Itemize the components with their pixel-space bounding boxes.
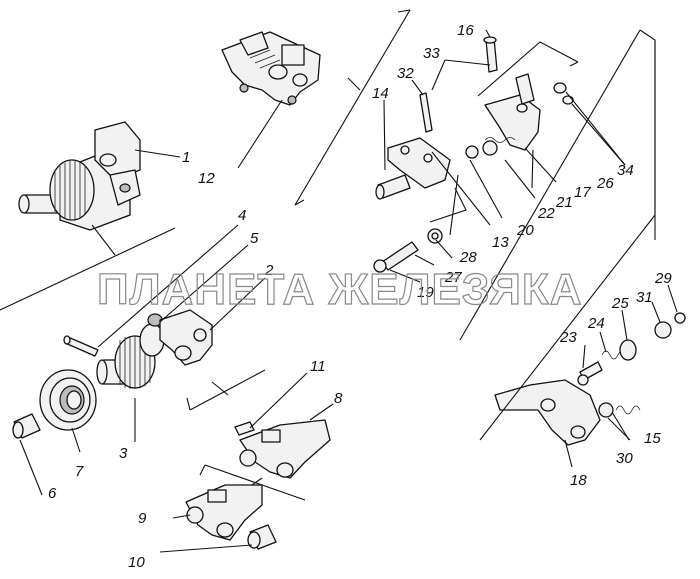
housing-assembly xyxy=(18,121,141,231)
callout-26: 26 xyxy=(596,175,614,192)
callout-32: 32 xyxy=(397,65,414,82)
spring xyxy=(465,137,516,159)
bushing xyxy=(247,524,277,550)
gear-shaft xyxy=(96,313,165,389)
pin xyxy=(375,174,411,200)
callout-14: 14 xyxy=(372,85,389,102)
callout-10: 10 xyxy=(128,554,145,571)
nut xyxy=(553,82,686,339)
callout-30: 30 xyxy=(616,450,633,467)
lever-lower xyxy=(185,484,263,541)
bolt xyxy=(373,228,603,386)
callout-20: 20 xyxy=(516,222,534,239)
gear xyxy=(159,309,213,366)
callout-3: 3 xyxy=(119,445,128,462)
callout-16: 16 xyxy=(457,22,474,39)
pump-housing xyxy=(221,31,321,106)
callout-8: 8 xyxy=(334,390,343,407)
callout-11: 11 xyxy=(310,358,326,375)
callout-15: 15 xyxy=(644,430,661,447)
callout-28: 28 xyxy=(459,249,477,266)
callout-12: 12 xyxy=(198,170,215,187)
needle-pin xyxy=(63,335,99,357)
long-lever xyxy=(494,379,601,446)
callout-23: 23 xyxy=(559,329,577,346)
callout-17: 17 xyxy=(574,184,591,201)
long-pin xyxy=(419,36,498,133)
grouping-lines xyxy=(0,9,656,501)
callout-29: 29 xyxy=(654,270,672,287)
callout-19: 19 xyxy=(417,284,434,301)
callout-33: 33 xyxy=(423,45,440,62)
callout-21: 21 xyxy=(555,194,573,211)
callout-27: 27 xyxy=(444,269,462,286)
callout-13: 13 xyxy=(492,234,509,251)
callout-22: 22 xyxy=(537,205,555,222)
small-pin xyxy=(234,421,255,436)
control-lever xyxy=(598,339,641,418)
bearing-ring xyxy=(39,369,97,431)
callout-9: 9 xyxy=(138,510,147,527)
callout-5: 5 xyxy=(250,230,259,247)
callout-18: 18 xyxy=(570,472,587,489)
callout-2: 2 xyxy=(264,262,274,279)
callout-4: 4 xyxy=(238,207,246,224)
callout-labels: 1 2 3 4 5 6 7 8 9 10 11 12 13 14 15 16 1… xyxy=(48,22,672,571)
leader-lines xyxy=(19,29,678,553)
lever-upper xyxy=(239,419,331,479)
callout-24: 24 xyxy=(587,315,605,332)
callout-7: 7 xyxy=(75,463,84,480)
callout-6: 6 xyxy=(48,485,57,502)
callout-34: 34 xyxy=(617,162,634,179)
bracket xyxy=(387,137,451,189)
roller-pin xyxy=(12,413,41,439)
watermark-text: ПЛАНЕТА ЖЕЛЕЗЯКА xyxy=(97,265,583,314)
crank-lever xyxy=(484,73,541,151)
callout-31: 31 xyxy=(636,289,653,306)
callout-1: 1 xyxy=(182,149,190,166)
callout-25: 25 xyxy=(611,295,629,312)
